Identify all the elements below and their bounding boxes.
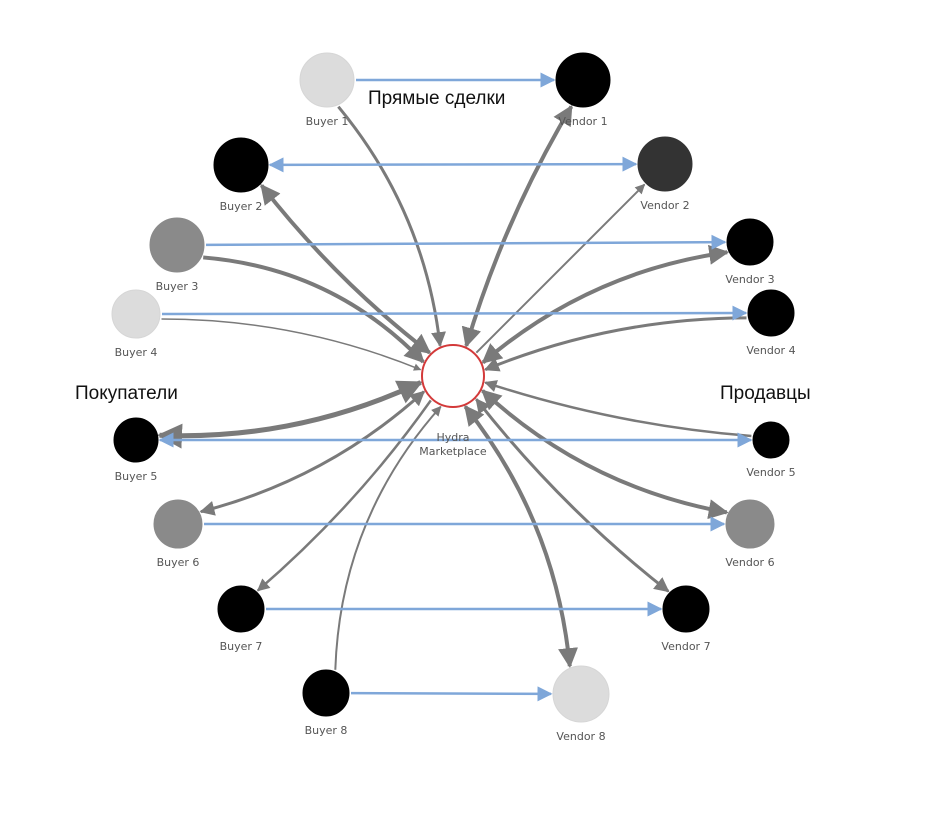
nodes: Buyer 1 Buyer 2 Buyer 3 Buyer 4 Buyer 5 Buyer… bbox=[111, 52, 796, 743]
direct-edge-b4-v4 bbox=[161, 305, 748, 321]
hub-edge-b7 bbox=[256, 399, 432, 592]
hub-edge-b3 bbox=[203, 255, 425, 364]
vendor-circle-v4[interactable] bbox=[747, 289, 795, 337]
hub-edge-b2 bbox=[259, 183, 432, 355]
vendor-node-v7[interactable]: Vendor 7 bbox=[661, 585, 711, 653]
vendor-node-v1[interactable]: Vendor 1 bbox=[555, 52, 611, 128]
buyer-node-b7[interactable]: Buyer 7 bbox=[217, 585, 265, 653]
hub-edge-v4 bbox=[483, 316, 747, 372]
vendor-node-v6[interactable]: Vendor 6 bbox=[725, 499, 775, 569]
vendor-label-v5: Vendor 5 bbox=[746, 466, 795, 479]
buyer-label-b5: Buyer 5 bbox=[115, 470, 158, 483]
hub-label-line1: Hydra bbox=[436, 431, 469, 444]
hub-node[interactable]: Hydra Marketplace bbox=[419, 344, 487, 458]
hub-edge-b6 bbox=[199, 390, 426, 516]
hub-edge-v2 bbox=[475, 183, 646, 354]
buyer-circle-b2[interactable] bbox=[213, 137, 269, 193]
buyer-node-b4[interactable]: Buyer 4 bbox=[111, 289, 161, 359]
vendor-label-v7: Vendor 7 bbox=[661, 640, 710, 653]
buyer-label-b8: Buyer 8 bbox=[305, 724, 348, 737]
buyer-label-b4: Buyer 4 bbox=[115, 346, 158, 359]
vendor-node-v8[interactable]: Vendor 8 bbox=[552, 665, 610, 743]
vendor-circle-v8[interactable] bbox=[552, 665, 610, 723]
vendor-circle-v3[interactable] bbox=[726, 218, 774, 266]
hub-edge-b1 bbox=[337, 105, 446, 348]
vendor-label-v2: Vendor 2 bbox=[640, 199, 689, 212]
buyer-label-b7: Buyer 7 bbox=[220, 640, 263, 653]
direct-deals-annotation: Прямые сделки bbox=[368, 88, 505, 109]
vendor-label-v1: Vendor 1 bbox=[558, 115, 607, 128]
hub-edge-v3 bbox=[481, 244, 730, 364]
buyer-label-b2: Buyer 2 bbox=[220, 200, 263, 213]
vendor-circle-v1[interactable] bbox=[555, 52, 611, 108]
direct-edges bbox=[158, 72, 753, 702]
direct-edge-b3-v3 bbox=[205, 234, 727, 250]
buyer-circle-b3[interactable] bbox=[149, 217, 205, 273]
buyer-node-b2[interactable]: Buyer 2 bbox=[213, 137, 269, 213]
buyer-label-b3: Buyer 3 bbox=[156, 280, 199, 293]
vendor-label-v3: Vendor 3 bbox=[725, 273, 774, 286]
vendor-node-v4[interactable]: Vendor 4 bbox=[746, 289, 796, 357]
buyer-circle-b1[interactable] bbox=[299, 52, 355, 108]
vendor-circle-v5[interactable] bbox=[752, 421, 790, 459]
hub-edges bbox=[157, 104, 752, 670]
hub-edge-b4 bbox=[161, 318, 422, 371]
buyer-circle-b6[interactable] bbox=[153, 499, 203, 549]
hub-edge-v7 bbox=[475, 398, 670, 593]
buyers-annotation: Покупатели bbox=[75, 383, 178, 404]
direct-edge-b8-v8 bbox=[350, 686, 553, 702]
buyer-circle-b4[interactable] bbox=[111, 289, 161, 339]
vendor-label-v4: Vendor 4 bbox=[746, 344, 795, 357]
vendor-circle-v2[interactable] bbox=[637, 136, 693, 192]
buyer-node-b1[interactable]: Buyer 1 bbox=[299, 52, 355, 128]
vendor-node-v2[interactable]: Vendor 2 bbox=[637, 136, 693, 212]
vendor-circle-v7[interactable] bbox=[662, 585, 710, 633]
vendor-label-v6: Vendor 6 bbox=[725, 556, 774, 569]
buyer-node-b8[interactable]: Buyer 8 bbox=[302, 669, 350, 737]
buyer-label-b1: Buyer 1 bbox=[306, 115, 349, 128]
vendor-node-v3[interactable]: Vendor 3 bbox=[725, 218, 775, 286]
vendor-node-v5[interactable]: Vendor 5 bbox=[746, 421, 796, 479]
buyer-circle-b7[interactable] bbox=[217, 585, 265, 633]
direct-edge-b2-v2 bbox=[268, 156, 638, 173]
vendor-circle-v6[interactable] bbox=[725, 499, 775, 549]
vendor-label-v8: Vendor 8 bbox=[556, 730, 605, 743]
buyer-node-b3[interactable]: Buyer 3 bbox=[149, 217, 205, 293]
buyer-node-b6[interactable]: Buyer 6 bbox=[153, 499, 203, 569]
sellers-annotation: Продавцы bbox=[720, 383, 811, 404]
hub-circle[interactable] bbox=[421, 344, 485, 408]
buyer-circle-b8[interactable] bbox=[302, 669, 350, 717]
buyer-circle-b5[interactable] bbox=[113, 417, 159, 463]
hub-label-line2: Marketplace bbox=[419, 445, 487, 458]
buyer-node-b5[interactable]: Buyer 5 bbox=[113, 417, 159, 483]
buyer-label-b6: Buyer 6 bbox=[157, 556, 200, 569]
